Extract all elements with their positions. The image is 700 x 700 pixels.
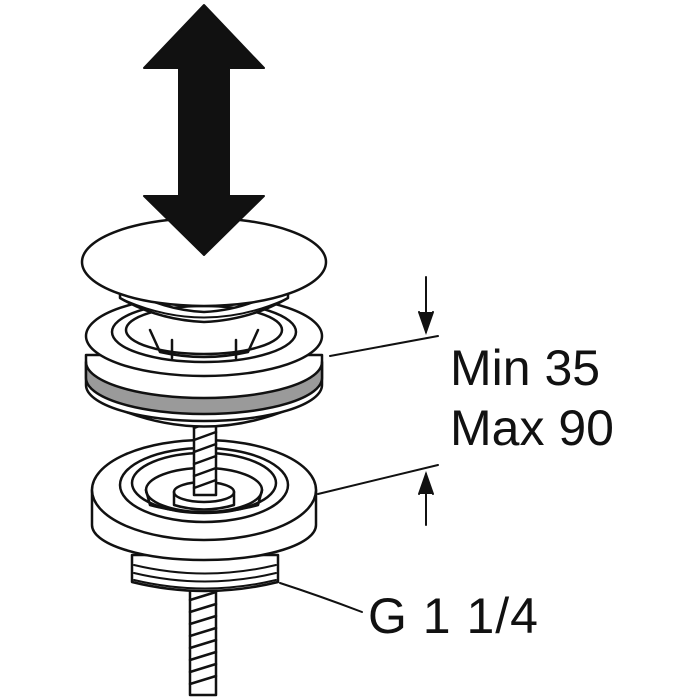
threaded-body [130, 553, 280, 593]
dimension-min-label: Min 35 [450, 340, 601, 396]
dimension-max-label: Max 90 [450, 400, 614, 456]
dimension-extension-line-top [329, 335, 439, 357]
thread-size-label: G 1 1/4 [368, 588, 539, 644]
seal-housing [84, 294, 324, 428]
dimension-arrow-bottom [418, 470, 434, 526]
double-arrow-vertical-icon [143, 4, 265, 256]
dimension-arrow-top [418, 276, 434, 336]
bottom-threaded-rod [188, 583, 218, 697]
dimension-extension-line-bottom [317, 464, 439, 495]
rubber-gasket [84, 360, 324, 416]
thread-leader-line [279, 582, 363, 613]
popup-plug [80, 216, 328, 324]
